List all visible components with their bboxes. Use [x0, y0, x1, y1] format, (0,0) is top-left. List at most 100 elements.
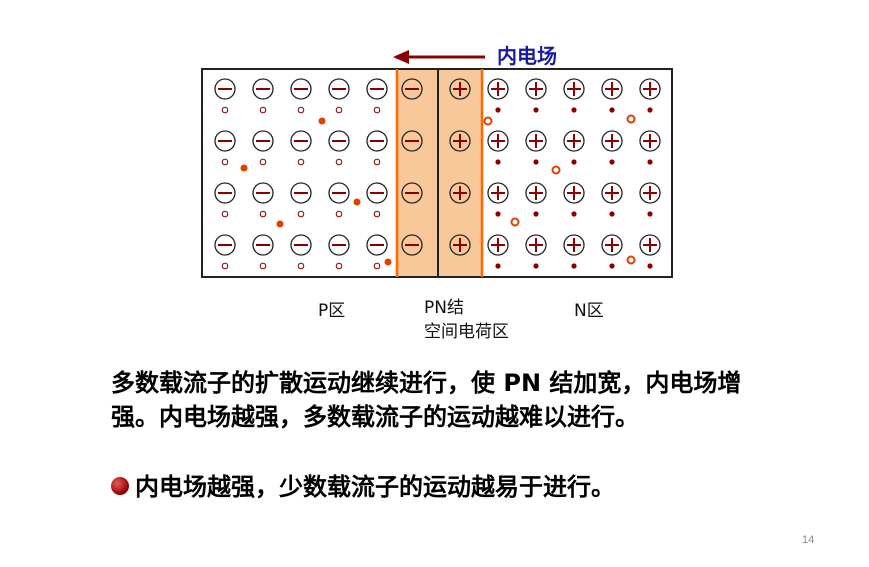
positive-ion	[525, 234, 547, 256]
negative-ion	[328, 234, 350, 256]
positive-ion	[487, 130, 509, 152]
acceptor-hole-marker	[221, 262, 229, 270]
donor-electron-marker	[495, 159, 501, 165]
depletion-region	[397, 69, 482, 277]
minority-electron	[318, 117, 326, 125]
positive-ion	[525, 130, 547, 152]
negative-ion	[214, 234, 236, 256]
donor-electron-marker	[609, 159, 615, 165]
positive-ion	[563, 78, 585, 100]
n-region-label: N区	[574, 301, 604, 321]
negative-ion	[252, 78, 274, 100]
positive-ion	[639, 234, 661, 256]
negative-ion	[401, 182, 423, 204]
negative-ion	[401, 78, 423, 100]
donor-electron-marker	[647, 107, 653, 113]
acceptor-hole-marker	[297, 106, 305, 114]
acceptor-hole-marker	[221, 210, 229, 218]
negative-ion	[290, 182, 312, 204]
acceptor-hole-marker	[297, 158, 305, 166]
positive-ion	[449, 130, 471, 152]
positive-ion	[639, 130, 661, 152]
acceptor-hole-marker	[297, 262, 305, 270]
bullet-dot-icon	[111, 477, 129, 495]
positive-ion	[601, 234, 623, 256]
positive-ion	[449, 234, 471, 256]
donor-electron-marker	[533, 159, 539, 165]
negative-ion	[328, 130, 350, 152]
donor-electron-marker	[647, 211, 653, 217]
page-number: 14	[802, 534, 815, 546]
bullet-item: 内电场越强，少数载流子的运动越易于进行。	[111, 470, 615, 504]
donor-electron-marker	[571, 107, 577, 113]
negative-ion	[366, 130, 388, 152]
positive-ion	[639, 182, 661, 204]
negative-ion	[290, 130, 312, 152]
positive-ion	[601, 78, 623, 100]
minority-hole	[626, 114, 636, 124]
donor-electron-marker	[647, 263, 653, 269]
pn-junction-label: PN结 空间电荷区	[424, 296, 509, 344]
donor-electron-marker	[533, 263, 539, 269]
pn-junction-diagram: 内电场	[201, 44, 673, 278]
negative-ion	[366, 182, 388, 204]
negative-ion	[401, 234, 423, 256]
minority-electron	[240, 164, 248, 172]
bullet-text: 内电场越强，少数载流子的运动越易于进行。	[135, 473, 615, 501]
negative-ion	[366, 234, 388, 256]
minority-electron	[276, 220, 284, 228]
positive-ion	[601, 130, 623, 152]
positive-ion	[449, 78, 471, 100]
hole-set	[240, 114, 636, 266]
negative-ion	[214, 182, 236, 204]
negative-ion	[366, 78, 388, 100]
positive-ion	[601, 182, 623, 204]
acceptor-hole-marker	[373, 158, 381, 166]
donor-electron-marker	[571, 263, 577, 269]
acceptor-hole-marker	[335, 210, 343, 218]
negative-ion	[290, 78, 312, 100]
donor-electron-marker	[533, 211, 539, 217]
acceptor-hole-marker	[297, 210, 305, 218]
acceptor-hole-marker	[259, 158, 267, 166]
positive-ion	[487, 182, 509, 204]
pn-junction-label-line1: PN结	[424, 298, 464, 318]
acceptor-hole-marker	[221, 158, 229, 166]
positive-ion	[639, 78, 661, 100]
minority-electron	[384, 258, 392, 266]
negative-ion	[328, 182, 350, 204]
positive-ion	[525, 78, 547, 100]
field-arrow-head	[393, 50, 409, 64]
minority-hole	[483, 116, 493, 126]
donor-electron-marker	[495, 263, 501, 269]
donor-electron-marker	[571, 159, 577, 165]
pn-junction-label-line2: 空间电荷区	[424, 322, 509, 342]
negative-ion	[252, 182, 274, 204]
donor-electron-marker	[571, 211, 577, 217]
positive-ion	[487, 234, 509, 256]
negative-ion	[328, 78, 350, 100]
donor-electron-marker	[609, 107, 615, 113]
acceptor-hole-marker	[335, 262, 343, 270]
positive-ion	[563, 130, 585, 152]
donor-electron-marker	[609, 211, 615, 217]
acceptor-hole-marker	[259, 210, 267, 218]
donor-electron-marker	[609, 263, 615, 269]
negative-ion	[401, 130, 423, 152]
negative-ion	[252, 130, 274, 152]
acceptor-hole-marker	[259, 106, 267, 114]
donor-electron-marker	[647, 159, 653, 165]
acceptor-hole-marker	[373, 262, 381, 270]
field-label: 内电场	[497, 44, 557, 68]
paragraph-main: 多数载流子的扩散运动继续进行，使 PN 结加宽，内电场增强。内电场越强，多数载流…	[111, 369, 742, 431]
positive-ion	[525, 182, 547, 204]
acceptor-hole-marker	[373, 106, 381, 114]
minority-electron	[353, 198, 361, 206]
donor-electron-marker	[495, 211, 501, 217]
acceptor-hole-marker	[259, 262, 267, 270]
minority-hole	[510, 217, 520, 227]
minority-hole	[626, 255, 636, 265]
positive-ion	[563, 182, 585, 204]
minority-hole	[551, 165, 561, 175]
ion-grid	[214, 78, 661, 270]
